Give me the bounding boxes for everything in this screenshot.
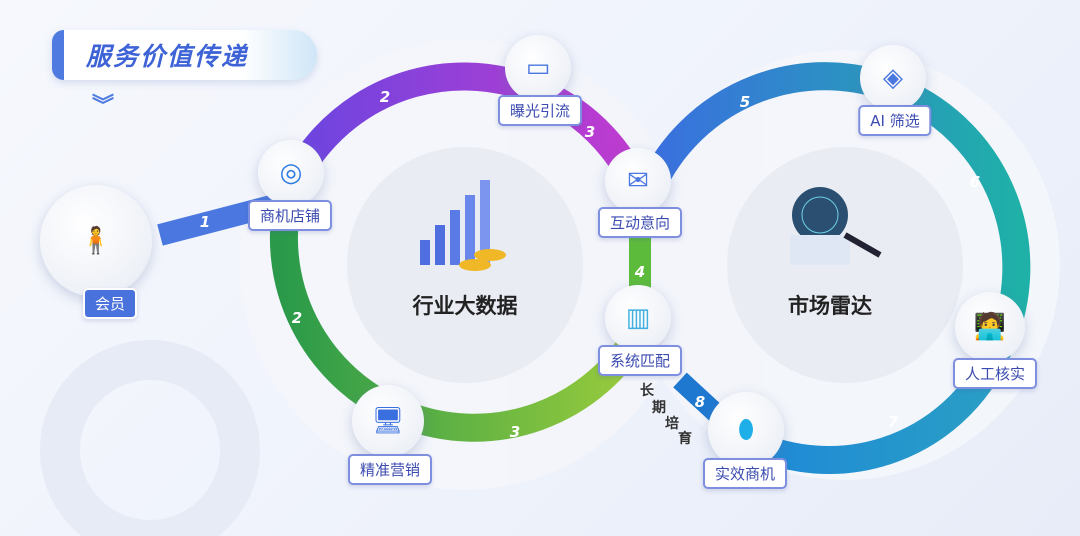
monitor-icon: ▭ [525,53,551,83]
chart-icon [420,180,506,271]
gear-right-label: 市场雷达 [788,294,872,318]
ai-label: AI 筛选 [858,105,932,136]
tire-icon: ⬮ [737,414,755,445]
manual-node[interactable]: 🧑‍💻 [955,292,1025,362]
chevron-down-icon: ︾ [92,94,115,119]
effective-node[interactable]: ⬮ [708,392,784,468]
matching-node[interactable]: ▥ [605,285,671,351]
target-icon: ◎ [279,158,303,188]
step-number: 8 [694,393,706,411]
step-number: 2 [291,309,303,327]
member-label: 会员 [82,288,138,319]
exposure-label: 曝光引流 [497,95,583,126]
person-laptop-icon: 🧑‍💻 [973,312,1007,342]
screen-icon: ▥ [625,303,651,333]
member-node[interactable]: 🧍 [40,185,152,297]
layers-icon: ◈ [883,63,903,93]
marketing-label: 精准营销 [347,454,433,485]
step-number: 3 [509,423,521,441]
interaction-node[interactable]: ✉ [605,148,671,214]
computer-icon: 🖥 [371,406,405,436]
marketing-node[interactable]: 🖥 [352,385,424,457]
member-icon: 🧍 [79,226,113,256]
long-term-char: 育 [678,431,692,447]
background-gear [40,340,260,536]
matching-label: 系统匹配 [597,345,683,376]
interaction-label: 互动意向 [597,207,683,238]
effective-label: 实效商机 [702,458,788,489]
step-number: 6 [969,173,981,191]
shop-label: 商机店铺 [247,200,333,231]
step-number: 2 [379,88,391,106]
long-term-char: 培 [665,416,679,432]
step-number: 1 [199,213,211,231]
long-term-char: 长 [640,383,654,399]
step-number: 5 [739,93,751,111]
ai-node[interactable]: ◈ [860,45,926,111]
step-number: 4 [634,263,646,281]
long-term-char: 期 [652,400,666,416]
page-title: 服务价值传递 [52,30,317,80]
manual-label: 人工核实 [952,358,1038,389]
step-number: 3 [584,123,596,141]
arc-purple [277,62,653,201]
exposure-node[interactable]: ▭ [505,35,571,101]
radar-icon [790,187,882,265]
shop-node[interactable]: ◎ [258,140,324,206]
step-number: 7 [887,413,899,431]
envelope-icon: ✉ [627,166,649,196]
gear-left-label: 行业大数据 [412,294,518,318]
